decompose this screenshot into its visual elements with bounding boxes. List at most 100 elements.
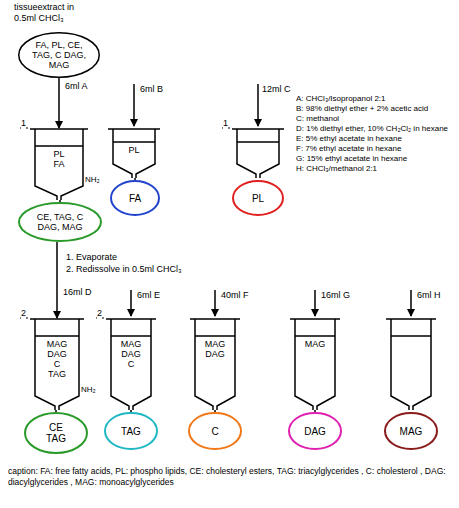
fraction-ellipse: tissueextract in 0.5ml CHCl₃FA, PL, CE, … <box>18 32 100 78</box>
solvent-key: B: 98% diethyl ether + 2% acetic acid <box>296 104 454 113</box>
ellipse-content: DAG <box>288 412 342 450</box>
column-outline <box>290 319 340 410</box>
column-outline <box>290 318 340 410</box>
column-syringe <box>386 319 436 410</box>
ellipse-content: FA, PL, CE, TAG, C DAG, MAG <box>18 32 100 78</box>
connector <box>314 410 316 412</box>
level-number: 2 <box>21 308 26 319</box>
column-outline <box>190 318 240 410</box>
level-tick <box>20 128 230 318</box>
ellipse-outline <box>233 181 283 215</box>
column-outline <box>108 129 160 178</box>
solvent-key: E: 5% ethyl acetate in hexane <box>296 134 454 143</box>
column-cartridge: PL <box>108 128 160 178</box>
phase-label: MAG DAG <box>205 339 226 359</box>
ellipse-content: FA <box>110 180 160 216</box>
reagent-arrow <box>314 290 316 316</box>
ellipse-content: CE TAG <box>24 412 88 454</box>
column-outline <box>30 129 88 200</box>
column-cartridge: MAG <box>290 318 340 410</box>
volume-label: 16ml D <box>62 287 93 298</box>
amine-label: NH₂ <box>85 175 100 184</box>
column-cartridge: MAG DAG <box>190 318 240 410</box>
fraction-label: FA, PL, CE, TAG, C DAG, MAG <box>27 40 91 70</box>
solvent-key: C: methanol <box>296 114 454 123</box>
ellipse-outline <box>385 413 437 449</box>
ellipse-content: CE, TAG, C DAG, MAG <box>18 202 102 242</box>
step-label: 40ml F <box>221 290 249 301</box>
step-label: 6ml B <box>140 84 163 95</box>
connector <box>130 410 132 412</box>
reagent-arrow <box>410 290 412 316</box>
fraction-ellipse: CE, TAG, C DAG, MAG <box>18 202 102 242</box>
fraction-ellipse: C <box>188 412 242 450</box>
fraction-ellipse: FA <box>110 180 160 216</box>
fraction-ellipse: MAG <box>384 412 438 450</box>
level-number: 1 <box>223 118 228 129</box>
volume-label: 6ml A <box>64 81 89 92</box>
fraction-label: MAG <box>400 426 423 437</box>
step-label: 1. Evaporate <box>66 252 117 263</box>
connector <box>134 178 136 180</box>
phase-label: MAG DAG C <box>121 339 142 369</box>
phase-label: MAG DAG C TAG <box>47 339 68 379</box>
step-label: 6ml H <box>417 290 441 301</box>
reagent-arrow <box>257 84 259 126</box>
solvent-key: D: 1% diethyl ether, 10% CH₂Cl₂ in hexan… <box>296 124 454 133</box>
reagent-arrow <box>130 290 132 316</box>
ellipse-content: PL <box>232 180 284 216</box>
ellipse-outline <box>111 181 159 215</box>
amine-label: NH₂ <box>81 385 96 394</box>
connector <box>214 410 216 412</box>
column-cartridge: MAG DAG C TAGNH₂ <box>30 318 84 410</box>
ellipse-outline <box>19 33 100 78</box>
ellipse-content: C <box>188 412 242 450</box>
solvent-key: F: 7% ethyl acetate in hexane <box>296 144 454 153</box>
connector <box>56 242 58 318</box>
fraction-ellipse: DAG <box>288 412 342 450</box>
ellipse-outline <box>189 413 241 449</box>
source-heading: tissueextract in 0.5ml CHCl₃ <box>14 2 82 24</box>
step-label: 16ml G <box>321 290 350 301</box>
column-outline <box>106 319 156 410</box>
fraction-ellipse: CE TAG <box>24 412 88 454</box>
fraction-label: CE, TAG, C DAG, MAG <box>27 212 93 232</box>
level-number: 2 <box>97 308 102 319</box>
column-outline <box>190 319 240 410</box>
ellipse-outline <box>25 413 87 453</box>
solvent-key: A: CHCl₃/Isopropanol 2:1 <box>296 94 454 103</box>
ellipse-content: MAG <box>384 412 438 450</box>
fraction-label: FA <box>129 193 141 204</box>
step-label: 2. Redissolve in 0.5ml CHCl₃ <box>66 264 182 275</box>
fraction-ellipse: TAG <box>104 412 158 450</box>
step-label: 12ml C <box>262 84 291 95</box>
phase-label: PL <box>128 145 139 155</box>
column-cartridge: PL FANH₂ <box>30 128 88 200</box>
connector <box>59 200 61 202</box>
phase-label: MAG <box>305 339 326 349</box>
column-cartridge: MAG DAG C <box>106 318 156 410</box>
caption: caption: FA: free fatty acids, PL: phosp… <box>8 466 451 488</box>
ellipse-outline <box>105 413 157 449</box>
solvent-key: H: CHCl₃/methanol 2:1 <box>296 164 454 173</box>
fraction-label: DAG <box>304 426 326 437</box>
ellipse-content: TAG <box>104 412 158 450</box>
connector <box>55 410 57 412</box>
connector <box>58 78 60 128</box>
solvent-key: G: 15% ethyl acetate in hexane <box>296 154 454 163</box>
step-label: 6ml E <box>137 290 160 301</box>
fraction-label: CE TAG <box>46 422 66 444</box>
fraction-ellipse: PL <box>232 180 284 216</box>
reagent-arrow <box>214 290 216 316</box>
reagent-arrow <box>133 84 135 126</box>
fraction-label: TAG <box>121 426 141 437</box>
column-outline <box>30 319 84 410</box>
phase-label: PL FA <box>54 149 65 169</box>
ellipse-outline <box>289 413 341 449</box>
fraction-label: C <box>211 426 218 437</box>
level-number: 1 <box>21 118 26 129</box>
fraction-label: PL <box>252 193 264 204</box>
ellipse-outline <box>19 203 101 241</box>
column-syringe <box>232 129 284 178</box>
